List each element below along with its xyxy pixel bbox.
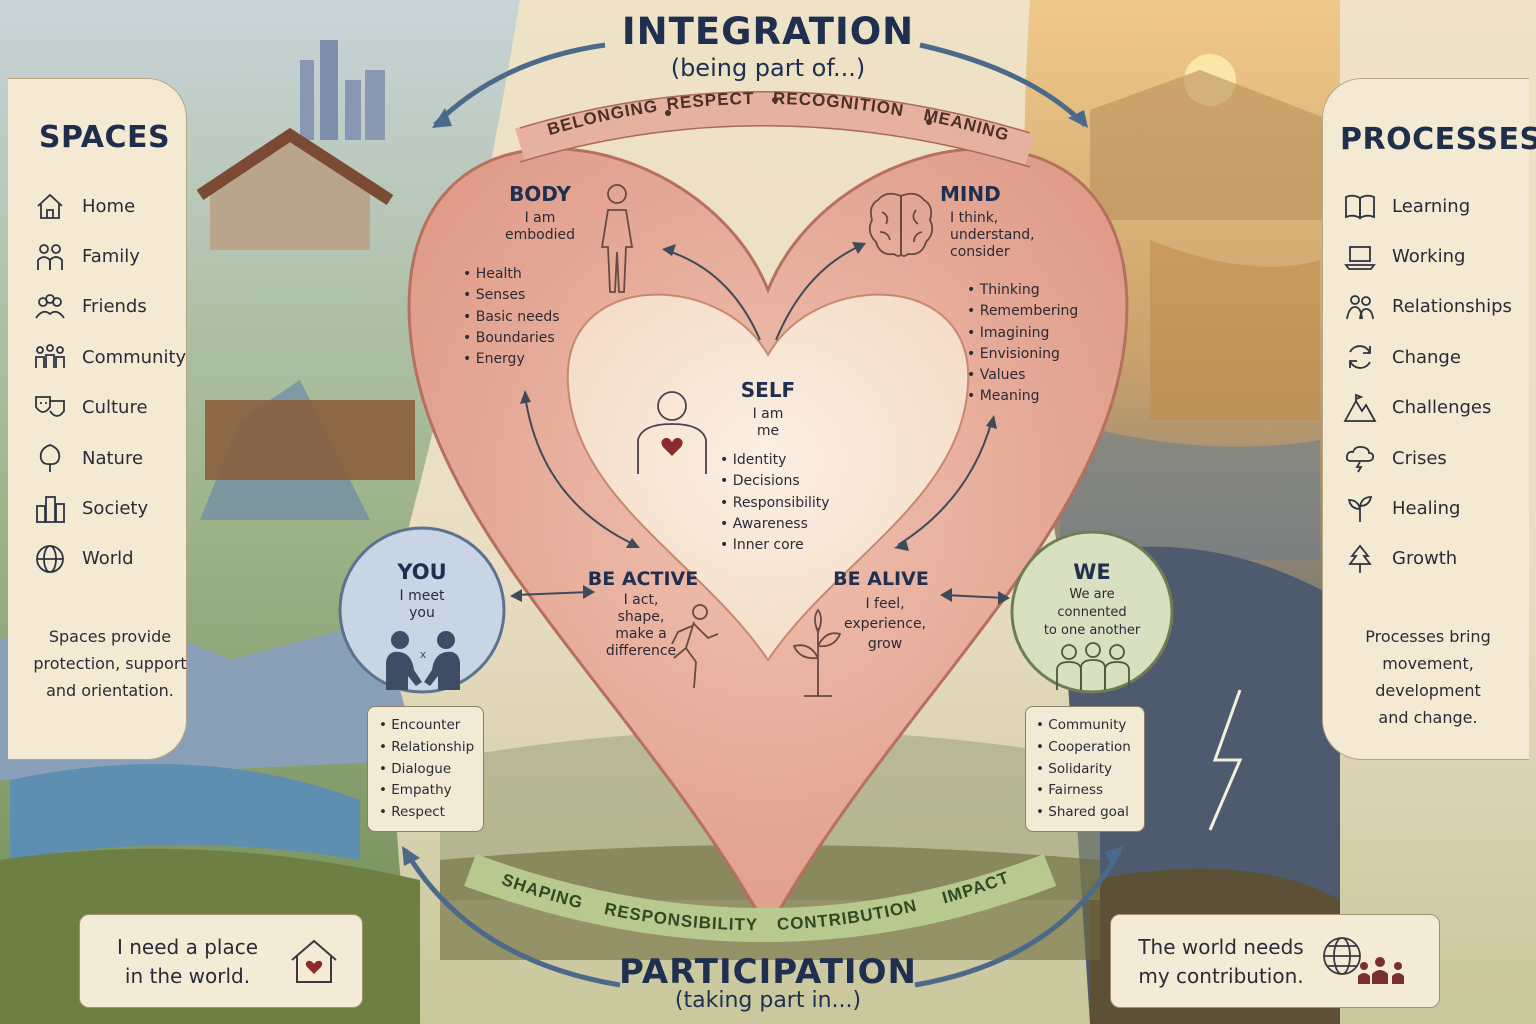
processes-note: Processes bring movement, development an… — [1365, 627, 1491, 727]
space-item-home[interactable]: Home — [30, 181, 186, 231]
buildings-icon — [30, 491, 70, 527]
plant-icon — [792, 608, 842, 697]
participation-title: PARTICIPATION — [619, 952, 917, 992]
storm-cloud-icon — [1340, 440, 1380, 476]
ribbon-responsibility: RESPONSIBILITY — [603, 899, 757, 934]
cycle-icon — [1340, 339, 1380, 375]
we-list-box: CommunityCooperation SolidarityFairness … — [1025, 706, 1145, 832]
laptop-icon — [1340, 239, 1380, 275]
process-item-growth[interactable]: Growth — [1340, 534, 1512, 584]
process-item-healing[interactable]: Healing — [1340, 483, 1512, 533]
space-item-community[interactable]: Community — [30, 332, 186, 382]
house-heart-icon — [291, 939, 337, 983]
world-contribution-box — [1110, 914, 1440, 1008]
group-icon — [1056, 642, 1130, 690]
body-title: BODY — [509, 182, 571, 206]
body-figure-icon — [600, 184, 634, 293]
self-title: SELF — [740, 378, 796, 402]
you-list-box: EncounterRelationship DialogueEmpathy Re… — [367, 706, 484, 832]
house-icon — [30, 188, 70, 224]
ribbon-respect: RESPECT — [666, 89, 754, 114]
ribbon-belonging: BELONGING — [545, 96, 658, 139]
process-item-crises[interactable]: Crises — [1340, 433, 1512, 483]
mind-list: ThinkingRemembering ImaginingEnvisioning… — [967, 280, 1079, 408]
mind-subtitle: I think,understand,consider — [950, 210, 1035, 260]
be-alive-title: BE ALIVE — [833, 568, 929, 590]
process-item-learning[interactable]: Learning — [1340, 181, 1512, 231]
participation-subtitle: (taking part in...) — [674, 988, 862, 1013]
space-item-culture[interactable]: Culture — [30, 383, 186, 433]
svg-text:RESPONSIBILITY: RESPONSIBILITY — [603, 899, 758, 934]
process-item-relationships[interactable]: Relationships — [1340, 282, 1512, 332]
growth-tree-icon — [1340, 541, 1380, 577]
processes-panel — [1322, 78, 1529, 760]
svg-text:x: x — [420, 648, 427, 661]
processes-title: PROCESSES — [1340, 122, 1536, 157]
people-icon — [1340, 289, 1380, 325]
running-person-icon — [671, 604, 719, 689]
be-alive-subtitle: I feel,experience,grow — [843, 596, 927, 652]
process-item-working[interactable]: Working — [1340, 231, 1512, 281]
spaces-note: Spaces provide protection, support and o… — [33, 627, 187, 700]
spaces-title: SPACES — [38, 120, 171, 155]
globe-people-icon — [1323, 937, 1404, 984]
space-item-friends[interactable]: Friends — [30, 282, 186, 332]
svg-text:IMPACT: IMPACT — [940, 868, 1012, 908]
process-item-change[interactable]: Change — [1340, 332, 1512, 382]
ribbon-recognition: RECOGNITION — [773, 89, 905, 120]
you-title: YOU — [397, 560, 447, 584]
space-item-family[interactable]: Family — [30, 231, 186, 281]
spaces-panel — [8, 78, 187, 760]
ribbon-shaping: SHAPING — [499, 870, 584, 913]
integration-title: INTEGRATION — [621, 10, 915, 53]
space-item-nature[interactable]: Nature — [30, 433, 186, 483]
svg-text:SHAPING: SHAPING — [499, 870, 585, 913]
processes-list: Learning Working Relationships Change Ch… — [1340, 181, 1512, 584]
brain-icon — [868, 192, 934, 257]
svg-text:RECOGNITION: RECOGNITION — [773, 89, 906, 120]
svg-text:MEANING: MEANING — [922, 105, 1012, 145]
spaces-list: Home Family Friends Community Culture Na… — [30, 181, 186, 584]
we-list: CommunityCooperation SolidarityFairness … — [1036, 715, 1144, 824]
integration-subtitle: (being part of...) — [670, 54, 866, 82]
svg-text:BELONGING: BELONGING — [545, 96, 659, 139]
community-icon — [30, 339, 70, 375]
space-item-society[interactable]: Society — [30, 483, 186, 533]
mind-title: MIND — [940, 182, 1001, 206]
self-figure-icon — [637, 391, 707, 474]
sprout-icon — [1340, 491, 1380, 527]
process-item-challenges[interactable]: Challenges — [1340, 383, 1512, 433]
body-list: HealthSenses Basic needsBoundaries Energ… — [463, 264, 560, 370]
ribbon-contribution: CONTRIBUTION — [777, 896, 918, 934]
place-in-world-box — [79, 914, 363, 1008]
you-list: EncounterRelationship DialogueEmpathy Re… — [379, 715, 483, 824]
be-active-title: BE ACTIVE — [587, 568, 699, 590]
tree-icon — [30, 440, 70, 476]
self-list: IdentityDecisions ResponsibilityAwarenes… — [720, 450, 830, 556]
two-people-meeting-icon: x — [386, 631, 460, 690]
friends-icon — [30, 289, 70, 325]
top-ribbon: BELONGING RESPECT RECOGNITION MEANING — [545, 89, 1012, 145]
svg-text:CONTRIBUTION: CONTRIBUTION — [777, 896, 919, 934]
ribbon-impact: IMPACT — [940, 868, 1011, 908]
theater-masks-icon — [30, 390, 70, 426]
ribbon-meaning: MEANING — [922, 105, 1011, 145]
space-item-world[interactable]: World — [30, 534, 186, 584]
bottom-ribbon: SHAPING RESPONSIBILITY CONTRIBUTION IMPA… — [499, 868, 1012, 934]
svg-text:RESPECT: RESPECT — [666, 89, 755, 114]
mountain-icon — [1340, 390, 1380, 426]
globe-icon — [30, 541, 70, 577]
family-icon — [30, 239, 70, 275]
we-title: WE — [1073, 560, 1111, 584]
book-icon — [1340, 188, 1380, 224]
